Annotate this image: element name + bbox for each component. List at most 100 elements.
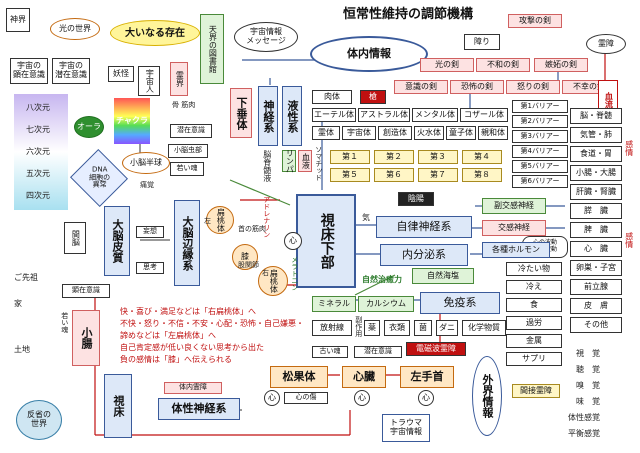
henzoku-right-label: 扁桃体 — [269, 269, 279, 293]
shouka-label: 松果体 — [282, 369, 316, 383]
sense-0: 視 覚 — [576, 349, 600, 358]
body-5: 霊体 — [312, 126, 340, 140]
reishou-label: 霊障 — [598, 38, 614, 48]
sword-hikari-label: 光の剣 — [435, 59, 459, 69]
organ-4: 肝臓・腎臓 — [570, 184, 622, 200]
trauma-box: トラウマ 宇宙情報 — [382, 414, 430, 442]
gaikai-oval: 外界情報 — [472, 356, 502, 436]
food-2: 食 — [506, 298, 562, 312]
kokoro-label-2: 心 — [358, 392, 366, 402]
hidari-teku-label: 左手首 — [410, 369, 444, 383]
somatid-4: 第４ — [462, 150, 502, 164]
organ-10: 皮 膚 — [570, 298, 622, 314]
dim-4: 四次元 — [26, 191, 50, 200]
shounou-chuu-label: 小脳虫部 — [174, 146, 202, 155]
uchujin-box: 宇宙人 — [138, 66, 160, 96]
organ-3: 小腸・大腸 — [570, 165, 622, 181]
sword-kougeki-label: 攻撃の剣 — [519, 15, 551, 25]
dani-label: ダニ — [439, 322, 455, 332]
kannou-box: 間脳 — [64, 222, 86, 254]
organ-7: 心 臓 — [570, 241, 622, 257]
somatid-8: 第８ — [462, 168, 502, 182]
organ-list: 脳・脊髄 気管・肺 食道・胃 小腸・大腸 肝臓・腎臓 膵 臓 脾 臓 心 臓 卵… — [570, 108, 622, 340]
kasuitai-label: 下垂体 — [235, 96, 249, 130]
shounou-chuu-box: 小脳虫部 — [168, 144, 208, 158]
uchujin-label: 宇宙人 — [145, 69, 155, 93]
migi-label: 右 — [262, 269, 269, 277]
fukusayo-label: 副作用 — [354, 316, 363, 337]
body-10: 親和体 — [478, 126, 508, 140]
shishou-kabu-label: 視床下部 — [318, 213, 335, 269]
fukukoukan-label: 副交感神経 — [494, 200, 534, 210]
henzoku-left-circle: 扁桃体 — [206, 206, 234, 234]
jiritsu-box: 自律神経系 — [376, 216, 472, 238]
daino-henen-label: 大脳辺縁系 — [181, 215, 195, 271]
uchu-senzai-box: 宇宙の 潜在意識 — [52, 58, 90, 84]
enki-box: 槍 — [360, 90, 386, 104]
naibunpi-box: 内分泌系 — [380, 244, 468, 266]
inyo-label: 陰陽 — [408, 193, 424, 203]
sense-4: 体性感覚 — [568, 413, 600, 422]
somatid-label: ソマチッド — [314, 146, 323, 181]
men-eki-box: 免疫系 — [420, 292, 500, 314]
uchu-kenzai-label: 宇宙の 顕在意識 — [13, 61, 45, 79]
hikari-no-sekai-oval: 光の世界 — [50, 18, 100, 40]
melatonin-label: メラトニン — [290, 256, 299, 291]
ketsuryu-label: 血流 — [604, 92, 614, 108]
kokoro-circle-1: 心 — [264, 390, 280, 406]
hormone-label: 各種ホルモン — [492, 244, 540, 254]
shizen-kaisou-label: 自然海塩 — [427, 270, 459, 280]
sword-fuwa-label: 不和の剣 — [487, 59, 519, 69]
aura-label: オーラ — [77, 121, 101, 131]
somatid-7: 第７ — [418, 168, 458, 182]
sword-fuwa: 不和の剣 — [476, 58, 530, 72]
mousou-label: 妄想 — [143, 227, 157, 236]
shinkeikei-label: 神経系 — [262, 99, 276, 133]
ancestors-label: ご先祖 — [14, 273, 38, 282]
hidari-label: 左 — [204, 217, 211, 225]
kekkan-box: 血液 — [298, 150, 312, 172]
tainai-joho-oval: 体内情報 — [310, 36, 428, 72]
dim-7: 七次元 — [26, 125, 50, 134]
hidari-teku-box: 左手首 — [400, 366, 454, 388]
reikai-label: 霊界 — [175, 71, 185, 87]
barrier-6: 第6バリアー — [512, 175, 568, 188]
shouchou-label: 小腸 — [80, 327, 94, 349]
shouka-box: 松果体 — [270, 366, 328, 388]
tenkai-label: 天界の図書館 — [208, 25, 218, 73]
organ-9: 前立腺 — [570, 279, 622, 295]
hikari-no-sekai-label: 光の世界 — [59, 23, 91, 33]
henzoku-right-circle: 扁桃体 — [258, 266, 288, 296]
kokoro-circle-2: 心 — [354, 390, 370, 406]
itami-label: 痛覚 — [140, 181, 154, 189]
shizen-chiyu-label: 自然治癒力 — [362, 275, 402, 284]
body-6: 宇宙体 — [342, 126, 376, 140]
ki-label: 気 — [362, 213, 370, 222]
emotion-text: 快・喜び・満足などは「右扁桃体」へ 不快・怒り・不信・不安・心配・恐怖・自己嫌悪… — [120, 307, 306, 374]
somatid-2: 第２ — [374, 150, 414, 164]
kotsunikuu-label: 骨 筋肉 — [172, 101, 196, 109]
ookinaru-sonzai-label: 大いなる存在 — [125, 27, 185, 39]
ekiseikei-box: 液性系 — [282, 86, 302, 146]
sword-kyofu: 恐怖の剣 — [450, 80, 504, 94]
dna-label: DNA 細胞の 異常 — [88, 165, 110, 189]
barrier-5: 第5バリアー — [512, 160, 568, 173]
kagaku-box: 化学物質 — [462, 320, 506, 336]
shisho-label: 視床 — [112, 395, 126, 417]
shounou-oval: 小脳半球 — [122, 152, 170, 174]
emotion-line-2: 諦めなどは「左扁桃体」へ — [120, 331, 216, 340]
sense-5: 平衡感覚 — [568, 429, 600, 438]
dani-box: ダニ — [436, 320, 458, 336]
wakai2-label: 若い魂 — [60, 312, 69, 333]
body-0: 肉体 — [312, 90, 352, 104]
hoshasen-box: 放射線 — [312, 320, 352, 336]
barrier-3: 第3バリアー — [512, 130, 568, 143]
body-3: メンタル体 — [412, 108, 458, 122]
yosei-box: 妖怪 — [108, 66, 134, 82]
reikai-box: 霊界 — [170, 62, 188, 96]
shuho-label: 首の筋肉 — [238, 225, 266, 233]
sword-fukou-label: 不幸の剣 — [573, 81, 605, 91]
kankan-box: 間接霊障 — [512, 384, 560, 398]
kin-label: 菌 — [419, 322, 427, 332]
sword-shitto: 嫉妬の剣 — [534, 58, 588, 72]
